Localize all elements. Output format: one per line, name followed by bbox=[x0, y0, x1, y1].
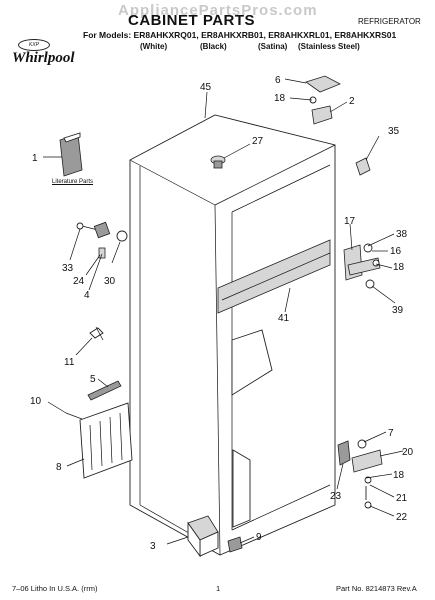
brand-logo: KXP Whirlpool bbox=[12, 39, 84, 69]
finish-label: (Stainless Steel) bbox=[298, 42, 360, 51]
callout-18: 18 bbox=[393, 262, 405, 273]
callout-10: 10 bbox=[30, 396, 42, 407]
callout-18: 18 bbox=[393, 470, 405, 481]
screw bbox=[65, 412, 83, 420]
hinge-cover bbox=[305, 75, 341, 93]
roller-assembly bbox=[187, 515, 219, 558]
callout-41: 41 bbox=[278, 313, 290, 324]
print-info: 7–06 Litho In U.S.A. (rrm) bbox=[12, 584, 98, 593]
callout-3: 3 bbox=[150, 541, 156, 552]
watermark-text: AppliancePartsPros.com bbox=[118, 2, 318, 19]
models-line: For Models: ER8AHKXRQ01, ER8AHKXRB01, ER… bbox=[83, 30, 396, 40]
door-cam-assembly bbox=[76, 221, 128, 259]
leader-lines bbox=[43, 78, 404, 545]
brand-wordmark: Whirlpool bbox=[12, 50, 75, 66]
callout-24: 24 bbox=[73, 276, 85, 287]
callout-30: 30 bbox=[104, 276, 116, 287]
part-number: Part No. 8214873 Rev.A bbox=[336, 584, 417, 593]
model-number: ER8AHKXRS01 bbox=[334, 30, 397, 40]
bottom-hinge-assembly bbox=[337, 439, 383, 509]
models-prefix: For Models: bbox=[83, 30, 132, 40]
callout-11: 11 bbox=[64, 357, 75, 368]
callout-45: 45 bbox=[200, 82, 212, 93]
callout-8: 8 bbox=[56, 462, 62, 473]
callout-1: 1 bbox=[32, 153, 38, 164]
literature-booklet bbox=[59, 132, 83, 177]
hinge-cap bbox=[355, 157, 371, 176]
finish-label: (Satina) bbox=[258, 42, 288, 51]
divider-rail bbox=[217, 239, 331, 314]
callout-35: 35 bbox=[388, 126, 400, 137]
model-number: ER8AHKXRQ01, bbox=[133, 30, 199, 40]
callout-38: 38 bbox=[396, 229, 408, 240]
callout-5: 5 bbox=[90, 374, 96, 385]
appliance-category: REFRIGERATOR bbox=[358, 17, 421, 26]
brand-badge: KXP bbox=[18, 39, 50, 51]
callout-labels: 1 2 3 4 5 6 7 8 9 10 11 16 17 18 18 18 2… bbox=[30, 75, 414, 552]
literature-parts-label: Literature Parts bbox=[52, 179, 94, 185]
screw-cluster bbox=[89, 326, 104, 341]
cabinet-shell bbox=[129, 114, 336, 556]
callout-18: 18 bbox=[274, 93, 286, 104]
finish-label: (Black) bbox=[200, 42, 227, 51]
leveling-screw bbox=[227, 536, 243, 553]
callout-22: 22 bbox=[396, 512, 408, 523]
center-hinge-assembly bbox=[343, 243, 381, 289]
page-title: CABINET PARTS bbox=[128, 12, 256, 29]
page-number: 1 bbox=[216, 584, 221, 593]
callout-16: 16 bbox=[390, 246, 402, 257]
callout-23: 23 bbox=[330, 491, 342, 502]
model-number: ER8AHKXRB01, bbox=[201, 30, 266, 40]
finish-label: (White) bbox=[140, 42, 168, 51]
top-hinge bbox=[311, 105, 333, 125]
plug-button bbox=[210, 155, 226, 169]
callout-17: 17 bbox=[344, 216, 356, 227]
grille-panel bbox=[79, 402, 133, 479]
callout-27: 27 bbox=[252, 136, 264, 147]
callout-33: 33 bbox=[62, 263, 74, 274]
callout-39: 39 bbox=[392, 305, 404, 316]
callout-21: 21 bbox=[396, 493, 408, 504]
callout-20: 20 bbox=[402, 447, 414, 458]
callout-6: 6 bbox=[275, 75, 281, 86]
callout-2: 2 bbox=[349, 96, 355, 107]
callout-9: 9 bbox=[256, 532, 262, 543]
callout-4: 4 bbox=[84, 290, 90, 301]
model-number: ER8AHKXRL01, bbox=[268, 30, 332, 40]
trim-strip bbox=[87, 380, 122, 401]
callout-7: 7 bbox=[388, 428, 394, 439]
